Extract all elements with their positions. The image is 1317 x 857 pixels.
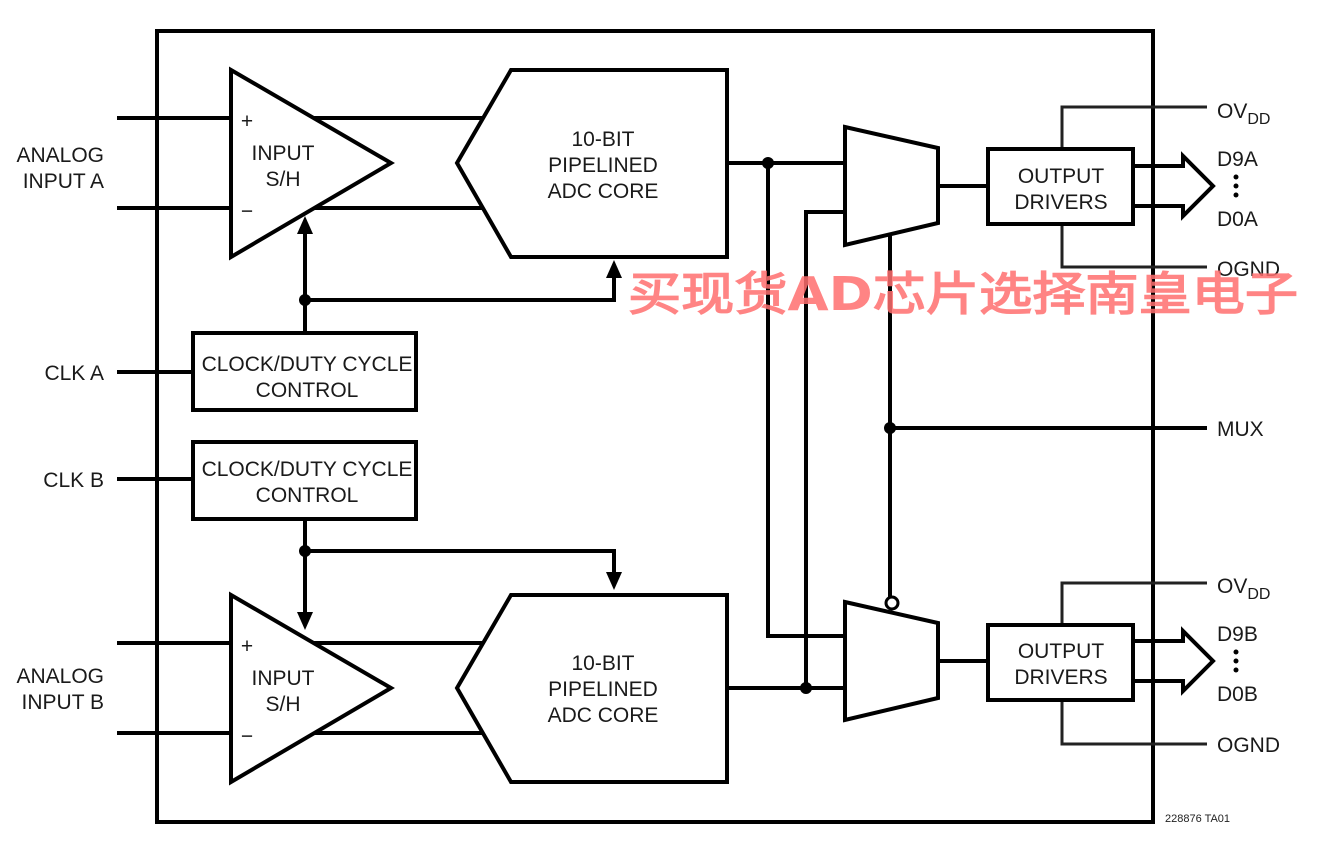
clock-duty-cycle-control-b — [191, 440, 418, 521]
adc-core-label: ADC CORE — [548, 180, 659, 203]
adc-core-label: PIPELINED — [548, 678, 658, 701]
arrow-head — [297, 612, 313, 630]
junction-dot — [762, 157, 774, 169]
ognd-label: OGND — [1217, 258, 1280, 281]
input-sh-label: S/H — [265, 693, 300, 716]
junction-dot — [800, 682, 812, 694]
ovdd-label: OVDD — [1217, 575, 1270, 603]
input-sh-a-amplifier — [229, 66, 395, 261]
figure-code: 228876 TA01 — [1165, 813, 1230, 825]
junction-dot — [884, 422, 896, 434]
input-sh-label: S/H — [265, 168, 300, 191]
minus-sign: − — [241, 200, 253, 223]
multiplexer-b — [843, 599, 940, 723]
d0a-label: D0A — [1217, 208, 1258, 231]
output-b: OUTPUT DRIVERS OVDD D9B D0B OGND — [938, 575, 1280, 757]
multiplexer-a — [843, 124, 940, 248]
d0b-label: D0B — [1217, 683, 1258, 706]
adc-core-a — [454, 68, 729, 259]
clock-control-label: CONTROL — [256, 379, 359, 402]
clock-control-label: CONTROL — [256, 484, 359, 507]
arrow-head — [297, 216, 313, 234]
adc-core-label: 10-BIT — [571, 652, 634, 675]
input-sh-b-amplifier — [229, 591, 395, 786]
clk-b-label: CLK B — [43, 469, 104, 492]
data-bus-arrow — [1133, 626, 1216, 696]
adc-core-label: ADC CORE — [548, 704, 659, 727]
adc-core-label: 10-BIT — [571, 128, 634, 151]
clk-a-label: CLK A — [44, 362, 104, 385]
output-drivers-label: OUTPUT — [1018, 640, 1105, 663]
minus-sign: − — [241, 725, 253, 748]
mux-routing — [727, 124, 1207, 723]
output-drivers-b — [986, 623, 1135, 702]
input-sh-label: INPUT — [252, 142, 315, 165]
plus-sign: + — [241, 110, 253, 133]
analog-input-b-label: ANALOG — [16, 665, 104, 688]
analog-input-a-label: ANALOG — [16, 144, 104, 167]
ognd-label: OGND — [1217, 734, 1280, 757]
channel-a: + − INPUT S/H 10-BIT PIPELINED ADC CORE … — [117, 66, 729, 412]
output-a: OUTPUT DRIVERS OVDD D9A D0A OGND — [938, 100, 1280, 281]
output-drivers-label: DRIVERS — [1014, 666, 1107, 689]
clock-control-label: CLOCK/DUTY CYCLE — [202, 353, 413, 376]
analog-input-a-label: INPUT A — [23, 170, 104, 193]
inverting-bubble — [884, 595, 900, 611]
adc-core-label: PIPELINED — [548, 154, 658, 177]
watermark-text: 买现货AD芯片选择南皇电子 — [628, 267, 1298, 321]
d9a-label: D9A — [1217, 148, 1258, 171]
arrow-head — [606, 572, 622, 590]
junction-dot — [299, 545, 311, 557]
clock-duty-cycle-control-a — [191, 331, 418, 412]
analog-input-b-label: INPUT B — [22, 691, 104, 714]
junction-dot — [299, 294, 311, 306]
output-drivers-a — [986, 147, 1135, 226]
arrow-head — [606, 260, 622, 278]
ovdd-label: OVDD — [1217, 100, 1270, 128]
plus-sign: + — [241, 635, 253, 658]
output-drivers-label: DRIVERS — [1014, 191, 1107, 214]
input-sh-label: INPUT — [252, 667, 315, 690]
mux-label: MUX — [1217, 418, 1264, 441]
channel-b: CLOCK/DUTY CYCLE CONTROL + − INPUT S/H 1… — [117, 440, 729, 786]
output-drivers-label: OUTPUT — [1018, 165, 1105, 188]
adc-core-b — [454, 593, 729, 784]
data-bus-arrow — [1133, 151, 1216, 221]
d9b-label: D9B — [1217, 623, 1258, 646]
clock-control-label: CLOCK/DUTY CYCLE — [202, 458, 413, 481]
